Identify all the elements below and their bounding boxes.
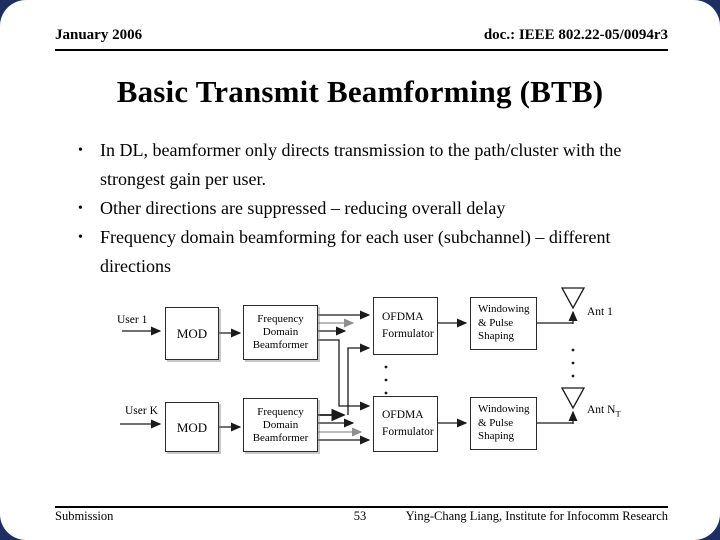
userK-label: User K [125,405,158,417]
beamformer1-box: Frequency Domain Beamformer [243,305,318,360]
windowing1-line: & Pulse [478,316,514,329]
bullet-text: Other directions are suppressed – reduci… [100,194,505,223]
beamformer2-line: Domain [262,418,299,431]
bullet-text: In DL, beamformer only directs transmiss… [100,136,621,194]
row2-wires [120,343,586,445]
footer-page-number: 53 [353,509,367,523]
mod1-label: MOD [176,326,208,341]
ofdma2-line: OFDMA [382,409,424,421]
windowing2-box: Windowing & Pulse Shaping [470,397,537,450]
ofdma1-line: OFDMA [382,311,424,323]
bullet-marker: • [78,230,83,245]
mod2-box: MOD [165,402,219,452]
beamformer1-line: Beamformer [252,339,309,351]
header-date: January 2006 [55,27,143,43]
ofdma1-box: OFDMA Formulator [373,297,438,355]
bullet-marker: • [78,143,83,158]
bullet-line: directions [100,256,171,276]
antenna-ellipsis-dot [571,361,575,365]
mod1-box: MOD [165,307,219,360]
ofdma-ellipsis-dot [384,365,388,369]
bullet-line: In DL, beamformer only directs transmiss… [100,140,622,160]
footer-submission: Submission [55,509,114,523]
mod2-label: MOD [176,419,208,435]
slide-title: Basic Transmit Beamforming (BTB) [116,74,604,109]
beamformer2-line: Frequency [257,405,304,418]
antN-label-sub: T [615,408,621,419]
footer-author: Ying-Chang Liang, Institute for Infocomm… [405,509,668,523]
row1-wires [122,287,586,411]
bullet-item: • In DL, beamformer only directs transmi… [78,136,686,194]
footer-rule [55,506,668,508]
beamformer1-cross-down-arrow [318,339,371,411]
ofdma1-line: Formulator [382,328,434,340]
windowing2-line: Shaping [478,430,515,443]
beamformer2-cross-up-arrow [347,343,371,415]
bullet-line: strongest gain per user. [100,169,266,189]
ellipsis-dots [384,348,575,395]
ant1-label-text: Ant 1 [587,306,613,318]
ofdma-ellipsis-dot [384,391,388,395]
bullet-line: Frequency domain beamforming for each us… [100,227,611,247]
windowing2-line: Windowing [478,403,530,416]
user1-label: User 1 [117,314,148,326]
windowing2-line: & Pulse [478,416,514,429]
ant1-label: Ant 1 [587,306,613,320]
antenna-ellipsis-dot [571,348,575,352]
bullet-list: • In DL, beamformer only directs transmi… [78,136,686,281]
beamformer1-line: Frequency [257,313,304,325]
windowing1-line: Shaping [478,330,515,343]
windowing1-box: Windowing & Pulse Shaping [470,297,537,350]
antN-label: Ant NT [587,404,621,418]
antenna-ellipsis-dot [571,374,575,378]
header-doc-number: doc.: IEEE 802.22-05/0094r3 [483,27,668,43]
antenna-2-icon [560,387,586,410]
bullet-text: Frequency domain beamforming for each us… [100,223,610,281]
antN-label-text: Ant N [587,404,616,416]
ofdma2-line: Formulator [382,426,434,438]
bullet-line: Other directions are suppressed – reduci… [100,198,506,218]
header-rule [55,49,668,51]
ofdma-ellipsis-dot [384,378,388,382]
bullet-item: • Frequency domain beamforming for each … [78,223,686,281]
antenna-1-icon [560,287,586,310]
bullet-marker: • [78,201,83,216]
bullet-item: • Other directions are suppressed – redu… [78,194,686,223]
beamformer2-line: Beamformer [252,431,309,444]
ofdma2-box: OFDMA Formulator [373,396,438,452]
beamformer1-line: Domain [262,326,299,338]
beamformer2-box: Frequency Domain Beamformer [243,398,318,452]
windowing1-line: Windowing [478,303,530,316]
